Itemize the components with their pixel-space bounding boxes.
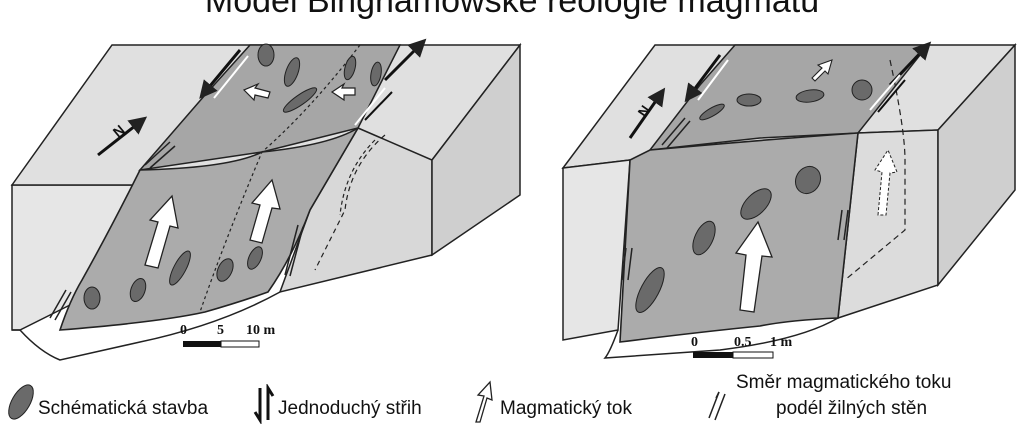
right-wall-flow-arrow: [666, 120, 691, 149]
left-wall-flow-arrow: [49, 289, 67, 319]
left-host-right-side: [431, 42, 521, 257]
right-front-fabric-ellipse: [794, 165, 822, 195]
right-wall-flow-arrow: [661, 117, 686, 146]
right-shear-arrow: [684, 54, 722, 103]
right-host-right-side: [937, 43, 1016, 288]
right-wall-flow-arrow: [843, 209, 849, 241]
right-wall-flow-arrow: [837, 209, 843, 241]
right-flow-arrow: [734, 220, 774, 313]
left-wall-flow-arrow: [289, 226, 304, 277]
left-flow-arrow-top: [330, 82, 356, 102]
right-top-fabric-ellipse: [736, 93, 762, 107]
right-top-fabric-ellipse: [699, 103, 725, 121]
left-shear-arrow: [364, 91, 393, 121]
legend-fabric-ellipse-icon: [8, 384, 34, 420]
right-dyke-front: [619, 132, 859, 343]
right-scale-tick-1: 0.5: [734, 335, 752, 350]
left-front-fabric-ellipse: [169, 250, 191, 286]
left-front-fabric-ellipse: [247, 246, 263, 270]
left-flow-arrow: [144, 194, 179, 269]
left-front-fabric-ellipse: [83, 286, 101, 310]
right-front-fabric-ellipse: [740, 188, 772, 220]
right-host-front-left: [562, 159, 631, 341]
left-scale-bar: 0 5 10 m: [180, 323, 276, 348]
right-front-fabric-ellipse: [635, 267, 665, 313]
right-scale-tick-2: 1 m: [770, 335, 793, 350]
right-flow-arrow-top: [811, 59, 833, 82]
left-wall-flow-arrow: [149, 145, 176, 169]
left-top-fabric-ellipse: [282, 87, 318, 113]
legend-flow-label: Magmatický tok: [500, 398, 632, 419]
left-wall-flow-arrow: [284, 224, 299, 276]
left-dashed-fracture: [314, 134, 386, 271]
legend-wall-flow-icon: [708, 391, 726, 421]
left-top-fabric-ellipse: [257, 43, 275, 67]
right-block-diagram: N 0 0.5 1 m: [561, 41, 1017, 359]
right-dyke-bottom: [603, 317, 839, 359]
right-scale-bar: 0 0.5 1 m: [691, 335, 793, 359]
right-top-fabric-ellipse: [795, 89, 825, 103]
figure-title: Model Binghamowské reologie magmatu: [204, 0, 820, 20]
left-shear-arrow: [199, 49, 242, 99]
right-front-fabric-ellipse: [692, 220, 716, 256]
left-shear-arrow: [213, 55, 249, 99]
left-scale-tick-2: 10 m: [246, 323, 276, 338]
legend-shear-label: Jednoduchý střih: [278, 398, 422, 419]
right-wall-flow-arrow: [627, 247, 633, 281]
left-wall-flow-arrow: [54, 291, 72, 321]
left-shear-arrow: [354, 87, 386, 126]
left-dashed-fracture-2: [339, 139, 376, 216]
left-shear-arrow: [383, 38, 427, 82]
right-scale-tick-0: 0: [691, 335, 698, 350]
left-flow-arrow: [249, 178, 281, 244]
left-front-fabric-ellipse: [129, 277, 147, 303]
right-top-fabric-ellipse: [851, 79, 873, 101]
legend-flow-arrow-icon: [475, 380, 493, 423]
left-dyke-bottom: [19, 291, 281, 361]
left-scale-tick-1: 5: [217, 323, 224, 338]
legend: Schématická stavba Jednoduchý střih Magm…: [0, 370, 1024, 429]
right-shear-arrow: [869, 74, 901, 111]
legend-wall-flow-label-2: podél žilných stěn: [776, 398, 928, 419]
legend-shear-icon: [253, 384, 275, 424]
left-top-fabric-ellipse: [283, 57, 301, 87]
left-top-fabric-ellipse: [343, 55, 357, 81]
right-shear-arrow: [697, 59, 729, 101]
right-dashed-boundary: [844, 59, 906, 281]
right-shear-arrow: [877, 79, 906, 113]
left-flow-arrow-top: [242, 82, 271, 102]
legend-wall-flow-label-1: Směr magmatického toku: [736, 372, 952, 393]
left-wall-flow-arrow: [144, 141, 171, 166]
right-dashed-arrow: [874, 148, 898, 216]
left-front-fabric-ellipse: [216, 258, 234, 282]
left-dashed-boundary: [199, 44, 361, 313]
diagram-canvas: N 0 5 10 m: [10, 38, 1017, 361]
left-block-diagram: N 0 5 10 m: [10, 38, 522, 361]
left-top-fabric-ellipse: [370, 61, 382, 87]
right-wall-flow-arrow: [621, 247, 627, 281]
left-scale-tick-0: 0: [180, 323, 187, 338]
legend-fabric-label: Schématická stavba: [38, 398, 209, 419]
